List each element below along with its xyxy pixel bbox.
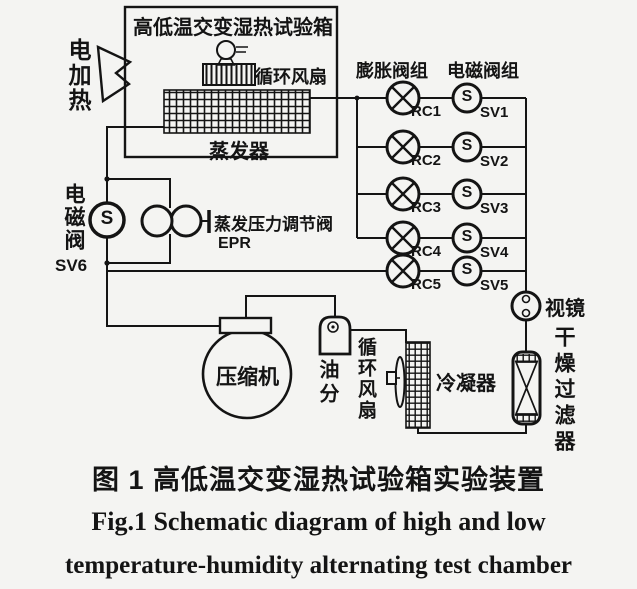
condenser-fan-icon [386, 356, 406, 408]
oil-separator-icon [318, 315, 352, 356]
junction-dots [104, 95, 360, 266]
filter-drier-icon [511, 350, 542, 426]
epr-valve-icon [140, 204, 203, 238]
solenoid-valve-sv6-icon [88, 201, 126, 239]
sight-glass-icon [510, 290, 542, 322]
expansion-valve-icons [385, 80, 421, 289]
evaporator-icon [163, 89, 311, 134]
chamber-fan-icon [202, 40, 256, 86]
condenser-icon [405, 341, 431, 429]
solenoid-valve-icons [451, 82, 483, 287]
pipe-lines [106, 97, 527, 434]
electric-heater-icon [96, 45, 133, 104]
compressor-icon [201, 316, 293, 420]
